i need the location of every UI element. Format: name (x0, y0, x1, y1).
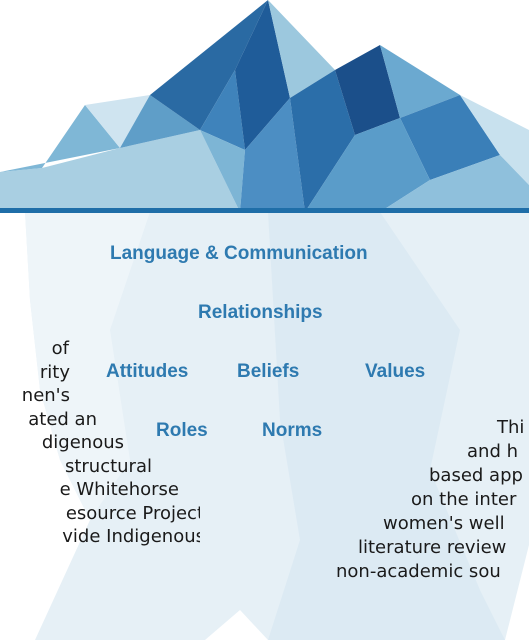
left-line: digenous (41, 432, 124, 453)
label-roles: Roles (156, 420, 208, 441)
left-line: e Whitehorse (59, 479, 179, 500)
left-line: vide Indigenous (62, 526, 200, 547)
label-values: Values (365, 361, 426, 382)
left-line: nen's (21, 385, 70, 406)
iceberg-underwater-shading (268, 212, 505, 640)
left-line: ated an (28, 408, 97, 430)
left-line: esource Project (65, 502, 200, 524)
iceberg-peaks (0, 0, 529, 212)
left-line: structural (64, 455, 152, 477)
label-relationships: Relationships (198, 302, 323, 323)
label-beliefs: Beliefs (237, 361, 300, 382)
left-paragraph: of rity nen's ated an digenous structura… (0, 337, 200, 549)
right-line: non-academic sou (336, 561, 501, 582)
label-language-communication: Language & Communication (110, 243, 368, 264)
waterline (0, 208, 529, 213)
right-line: based app (429, 465, 523, 486)
label-attitudes: Attitudes (106, 361, 189, 382)
right-line: women's well (383, 513, 505, 534)
right-line: literature review (358, 537, 507, 558)
label-norms: Norms (262, 420, 323, 441)
iceberg-underwater-shading-left (25, 212, 150, 520)
left-line: of (51, 338, 69, 359)
right-line: on the inter (411, 489, 517, 510)
right-line: Thi (497, 417, 525, 438)
right-line: and h (467, 441, 518, 462)
left-line: rity (39, 361, 70, 383)
